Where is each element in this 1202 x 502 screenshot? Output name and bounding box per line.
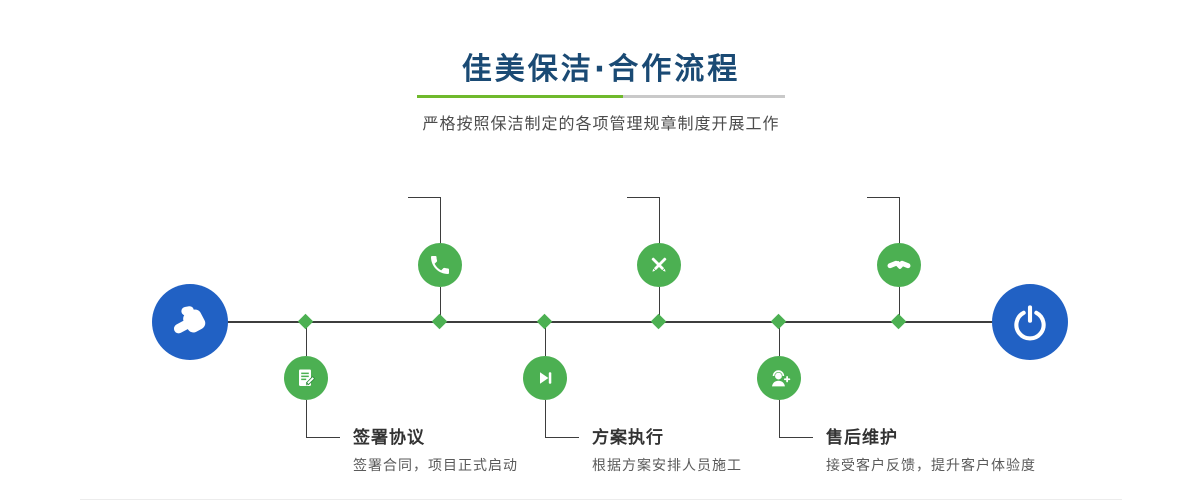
step-label: 方案执行 根据方案安排人员施工: [592, 428, 892, 475]
design-tools-icon: [651, 257, 667, 272]
connector-line: [659, 287, 660, 322]
step-node-circle: [757, 356, 801, 400]
contract-icon: [299, 369, 315, 386]
connector-line: [899, 197, 900, 244]
section-bottom-divider: [80, 499, 1122, 500]
power-icon: [1014, 305, 1046, 341]
step-title: 售后维护: [826, 428, 898, 448]
step-title: 方案执行: [592, 428, 664, 448]
connector-line: [779, 322, 780, 356]
step-node-circle: [523, 356, 567, 400]
timeline-line: [190, 321, 1030, 323]
connector-line: [779, 437, 813, 438]
connector-line: [659, 197, 660, 244]
connector-line: [899, 287, 900, 322]
phone-icon: [431, 256, 449, 274]
step-title: 签署协议: [353, 428, 425, 448]
connector-line: [440, 197, 441, 244]
step-label: 签署协议 签署合同，项目正式启动: [353, 428, 653, 475]
timeline-diamond: [536, 313, 553, 330]
connector-line: [867, 197, 899, 198]
timeline-diamond: [650, 313, 667, 330]
connector-line: [408, 197, 440, 198]
connector-line: [779, 400, 780, 438]
page-subtitle: 严格按照保洁制定的各项管理规章制度开展工作: [422, 114, 780, 133]
divider-green-segment: [417, 95, 624, 98]
step-label: 售后维护 接受客户反馈，提升客户体验度: [826, 428, 1126, 475]
connector-line: [306, 400, 307, 438]
title-divider: [417, 95, 785, 98]
timeline-end-node: [992, 284, 1068, 360]
page-title: 佳美保洁·合作流程: [461, 52, 741, 87]
step-node-circle: [637, 243, 681, 287]
step-description: 签署合同，项目正式启动: [353, 458, 518, 474]
connector-line: [545, 437, 579, 438]
step-node-circle: [284, 356, 328, 400]
step-description: 接受客户反馈，提升客户体验度: [826, 458, 1036, 474]
connector-line: [627, 197, 659, 198]
play-next-icon: [540, 372, 552, 384]
connector-line: [545, 322, 546, 356]
handshake-icon: [887, 260, 911, 269]
connector-line: [306, 437, 340, 438]
step-node-circle: [418, 243, 462, 287]
connector-line: [440, 287, 441, 322]
step-node-circle: [877, 243, 921, 287]
connector-line: [545, 400, 546, 438]
timeline-diamond: [890, 313, 907, 330]
divider-gray-segment: [623, 95, 785, 98]
timeline-diamond: [770, 313, 787, 330]
timeline-diamond: [297, 313, 314, 330]
step-description: 根据方案安排人员施工: [592, 458, 742, 474]
headset-support-icon: [771, 369, 790, 386]
timeline-start-node: [152, 284, 228, 360]
connector-line: [306, 322, 307, 356]
timeline-diamond: [431, 313, 448, 330]
hand-pointer-icon: [173, 306, 206, 334]
